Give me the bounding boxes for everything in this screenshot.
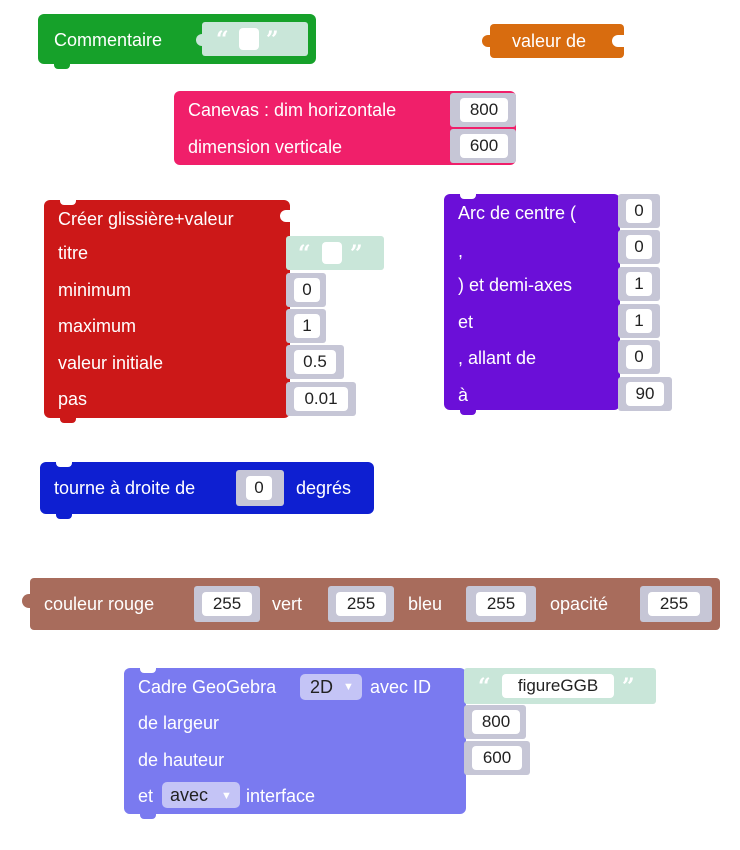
canvas-block[interactable]: Canevas : dim horizontale 800 dimension …	[174, 91, 516, 165]
arc-label-3: ) et demi-axes	[458, 275, 573, 295]
comment-bottom-notch	[54, 64, 70, 69]
arc-field-3[interactable]: 1	[626, 272, 652, 296]
color-blue-label: bleu	[408, 594, 443, 614]
color-red-field[interactable]: 255	[202, 592, 252, 616]
geogebra-mode-value: 2D	[310, 677, 334, 697]
canvas-width-label: Canevas : dim horizontale	[188, 100, 397, 120]
geogebra-frame-block[interactable]: Cadre GeoGebra 2D ▼ avec ID de largeur d…	[124, 668, 466, 819]
color-green-label: vert	[272, 594, 303, 614]
geogebra-id-field[interactable]: figureGGB	[502, 674, 614, 698]
turn-top-notch	[56, 462, 72, 467]
geogebra-interface-dropdown[interactable]	[162, 782, 240, 808]
canvas-width-field[interactable]: 800	[460, 98, 508, 122]
slider-title-close-quote-icon: ”	[350, 241, 363, 267]
geogebra-id-close-quote-icon: ”	[622, 674, 635, 700]
slider-title-label: titre	[58, 243, 89, 263]
slider-top-notch	[60, 200, 76, 205]
slider-init-label: valeur initiale	[58, 353, 164, 373]
comment-socket-tab	[196, 34, 206, 46]
comment-close-quote-icon: ”	[266, 27, 279, 53]
geogebra-top-notch	[140, 668, 156, 673]
comment-block[interactable]: Commentaire “ ”	[38, 14, 316, 69]
turn-label: tourne à droite de	[54, 478, 196, 498]
arc-field-4[interactable]: 1	[626, 309, 652, 333]
slider-min-label: minimum	[58, 280, 132, 300]
variable-input-notch	[612, 35, 624, 47]
slider-header-notch	[280, 210, 292, 222]
geogebra-id-open-quote-icon: “	[478, 674, 491, 700]
geogebra-width-label: de largeur	[138, 713, 220, 733]
geogebra-height-field[interactable]: 600	[472, 746, 522, 770]
slider-step-field[interactable]: 0.01	[294, 387, 348, 411]
arc-label-2: ,	[458, 241, 464, 261]
geogebra-id-label: avec ID	[370, 677, 432, 697]
slider-title-open-quote-icon: “	[298, 241, 311, 267]
color-output-tab	[22, 594, 32, 608]
arc-field-6[interactable]: 90	[626, 382, 664, 406]
geogebra-mode-chevron-down-icon: ▼	[343, 681, 354, 693]
comment-text-field[interactable]	[239, 28, 259, 50]
variable-value-block[interactable]: valeur de	[482, 24, 624, 58]
arc-label-5: , allant de	[458, 348, 537, 368]
variable-output-tab	[482, 35, 492, 47]
arc-label-6: à	[458, 385, 469, 405]
arc-field-5[interactable]: 0	[626, 345, 652, 369]
geogebra-interface-suffix: interface	[246, 786, 316, 806]
arc-field-2[interactable]: 0	[626, 235, 652, 259]
color-blue-field[interactable]: 255	[476, 592, 526, 616]
slider-title-field[interactable]	[322, 242, 342, 264]
slider-min-field[interactable]: 0	[294, 278, 320, 302]
geogebra-label: Cadre GeoGebra	[138, 677, 277, 697]
turn-right-block[interactable]: tourne à droite de 0 degrés	[40, 462, 374, 519]
slider-max-field[interactable]: 1	[294, 314, 320, 338]
canvas-height-field[interactable]: 600	[460, 134, 508, 158]
variable-label: valeur de	[512, 31, 587, 51]
slider-header-label: Créer glissière+valeur	[58, 209, 234, 229]
arc-label-1: Arc de centre (	[458, 203, 577, 223]
slider-bottom-notch	[60, 418, 76, 423]
geogebra-interface-prefix: et	[138, 786, 154, 806]
arc-bottom-notch	[460, 410, 476, 415]
geogebra-width-field[interactable]: 800	[472, 710, 520, 734]
turn-unit-label: degrés	[296, 478, 352, 498]
arc-top-notch	[460, 194, 476, 199]
geogebra-height-label: de hauteur	[138, 750, 225, 770]
arc-field-1[interactable]: 0	[626, 199, 652, 223]
slider-block[interactable]: Créer glissière+valeur titre minimum max…	[44, 200, 292, 423]
color-alpha-field[interactable]: 255	[648, 592, 700, 616]
turn-bottom-notch	[56, 514, 72, 519]
comment-label: Commentaire	[54, 30, 163, 50]
color-block[interactable]: couleur rouge 255 vert 255 bleu 255 opac…	[22, 578, 720, 630]
geogebra-interface-value: avec	[170, 785, 209, 805]
geogebra-interface-chevron-down-icon: ▼	[221, 790, 232, 802]
comment-open-quote-icon: “	[216, 27, 229, 53]
geogebra-mode-dropdown[interactable]	[300, 674, 362, 700]
color-red-label: couleur rouge	[44, 594, 155, 614]
turn-angle-field[interactable]: 0	[246, 476, 272, 500]
slider-init-field[interactable]: 0.5	[294, 350, 336, 374]
canvas-height-label: dimension verticale	[188, 137, 343, 157]
geogebra-bottom-notch	[140, 814, 156, 819]
arc-block[interactable]: Arc de centre ( , ) et demi-axes et , al…	[444, 194, 620, 415]
slider-max-label: maximum	[58, 316, 137, 336]
slider-step-label: pas	[58, 389, 88, 409]
color-alpha-label: opacité	[550, 594, 609, 614]
color-green-field[interactable]: 255	[336, 592, 386, 616]
arc-label-4: et	[458, 312, 474, 332]
